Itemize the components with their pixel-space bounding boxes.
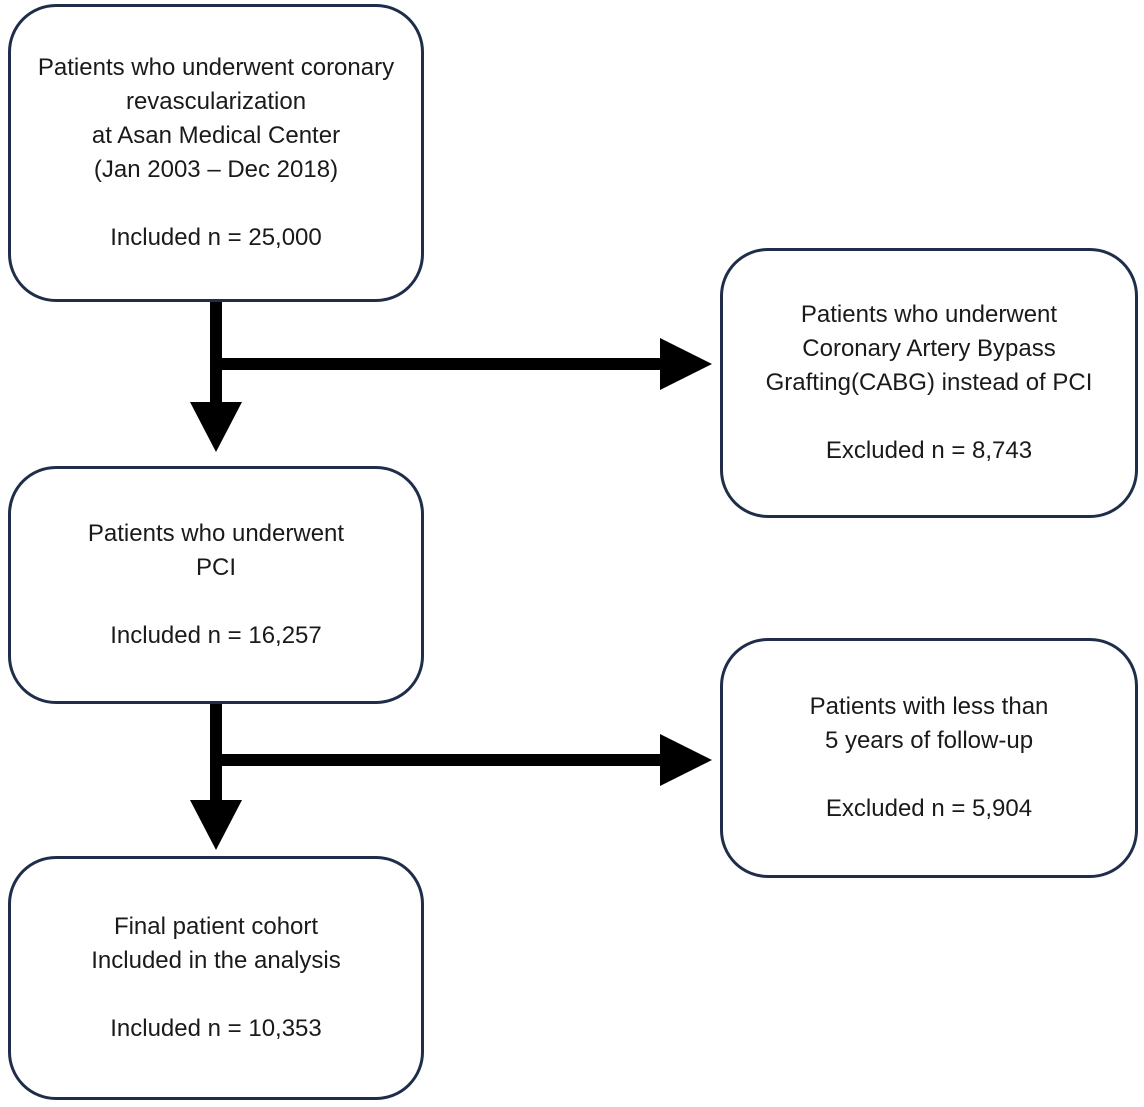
arrowhead-to-cabg <box>660 338 712 390</box>
box-text-line: 5 years of follow-up <box>824 727 1034 754</box>
included-count: Included n = 16,257 <box>110 622 322 649</box>
excluded-count: Excluded n = 8,743 <box>825 437 1033 464</box>
box-text-line: at Asan Medical Center <box>91 122 341 149</box>
box-text-line: Patients who underwent <box>87 520 345 547</box>
box-text-line: Included in the analysis <box>91 947 341 974</box>
box-text-line: (Jan 2003 – Dec 2018) <box>93 156 339 183</box>
arrowhead-to-pci <box>190 402 242 452</box>
box-excluded-cabg: Patients who underwent Coronary Artery B… <box>720 248 1138 518</box>
box-final-cohort: Final patient cohort Included in the ana… <box>8 856 424 1100</box>
box-text-line: PCI <box>195 554 236 581</box>
included-count: Included n = 25,000 <box>110 224 322 251</box>
box-text-line: Grafting(CABG) instead of PCI <box>765 369 1093 396</box>
box-text-line: Patients who underwent <box>800 301 1058 328</box>
arrowhead-to-follow-up <box>660 734 712 786</box>
box-pci: Patients who underwent PCI Included n = … <box>8 466 424 704</box>
box-text-line: revascularization <box>125 88 307 115</box>
box-excluded-follow-up: Patients with less than 5 years of follo… <box>720 638 1138 878</box>
box-coronary-revascularization: Patients who underwent coronary revascul… <box>8 4 424 302</box>
arrowhead-to-final <box>190 800 242 850</box>
box-text-line: Patients with less than <box>809 693 1049 720</box>
box-text-line: Patients who underwent coronary <box>37 54 395 81</box>
box-text-line: Final patient cohort <box>113 913 319 940</box>
excluded-count: Excluded n = 5,904 <box>825 795 1033 822</box>
box-text-line: Coronary Artery Bypass <box>802 335 1056 362</box>
included-count: Included n = 10,353 <box>110 1015 322 1042</box>
